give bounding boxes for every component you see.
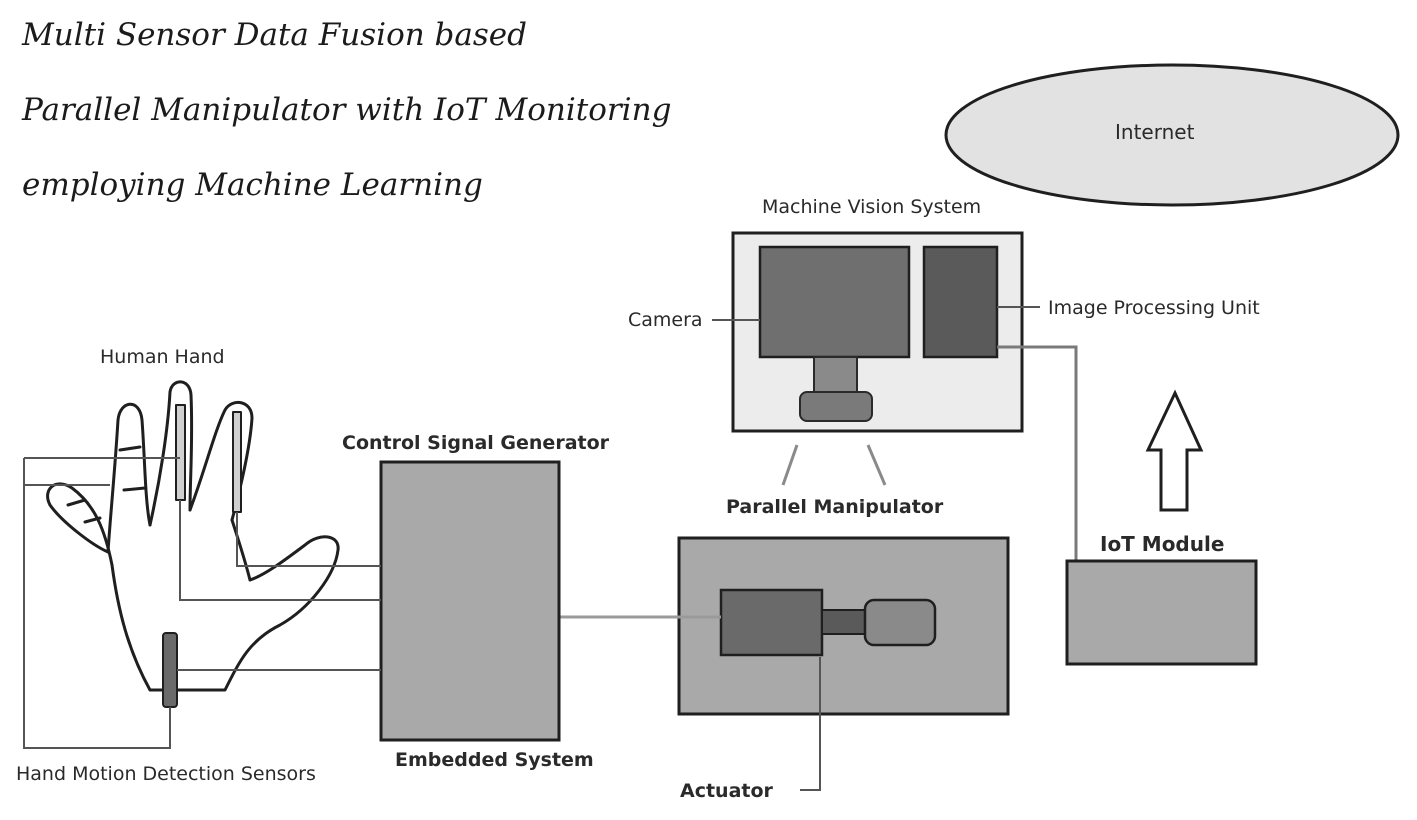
hand-ring-finger bbox=[148, 380, 194, 527]
iot-module-label: IoT Module bbox=[1100, 532, 1225, 556]
machine-vision-system-box bbox=[731, 231, 1024, 433]
title-line-1: Multi Sensor Data Fusion based bbox=[22, 17, 527, 53]
internet-ellipse bbox=[944, 63, 1400, 207]
upload-arrow-icon bbox=[1145, 389, 1204, 512]
flex-sensor-2 bbox=[232, 411, 242, 513]
human-hand-drawing bbox=[46, 380, 340, 692]
view-line-left bbox=[781, 444, 799, 486]
iot-module-box bbox=[1065, 559, 1258, 666]
embedded-system-box bbox=[379, 460, 561, 742]
hand-palm-edge bbox=[230, 518, 252, 582]
camera-body bbox=[758, 245, 911, 359]
hand-motion-detection-sensors-label: Hand Motion Detection Sensors bbox=[16, 763, 316, 785]
actuator-leader bbox=[800, 657, 821, 791]
hand-little-finger bbox=[106, 402, 152, 554]
ipu-to-iot-wire bbox=[997, 345, 1078, 561]
actuator-label: Actuator bbox=[680, 780, 773, 802]
camera-label: Camera bbox=[628, 309, 703, 331]
wrist-sensor bbox=[162, 632, 178, 708]
internet-label: Internet bbox=[1115, 120, 1195, 144]
human-hand-label: Human Hand bbox=[100, 346, 225, 368]
machine-vision-system-label: Machine Vision System bbox=[762, 196, 982, 218]
actuator-shaft bbox=[821, 609, 867, 635]
actuator-head bbox=[863, 598, 937, 647]
hand-middle-finger bbox=[188, 401, 254, 522]
title-line-3: employing Machine Learning bbox=[22, 167, 483, 203]
image-processing-unit-label: Image Processing Unit bbox=[1048, 297, 1260, 319]
parallel-manipulator-label: Parallel Manipulator bbox=[726, 496, 944, 518]
view-line-right bbox=[866, 444, 887, 486]
actuator-motor bbox=[719, 588, 824, 657]
camera-lens bbox=[799, 391, 873, 422]
title-line-2: Parallel Manipulator with IoT Monitoring bbox=[22, 92, 672, 128]
flex-sensor-1 bbox=[175, 404, 186, 501]
embedded-system-label: Embedded System bbox=[395, 749, 594, 771]
camera-neck bbox=[813, 356, 858, 394]
hand-palm-outline bbox=[110, 535, 340, 692]
image-processing-unit-block bbox=[922, 245, 999, 359]
parallel-manipulator-box bbox=[677, 536, 1010, 716]
control-signal-generator-label: Control Signal Generator bbox=[342, 432, 610, 454]
sensor-wiring bbox=[23, 457, 381, 749]
hand-index-finger bbox=[46, 482, 114, 567]
